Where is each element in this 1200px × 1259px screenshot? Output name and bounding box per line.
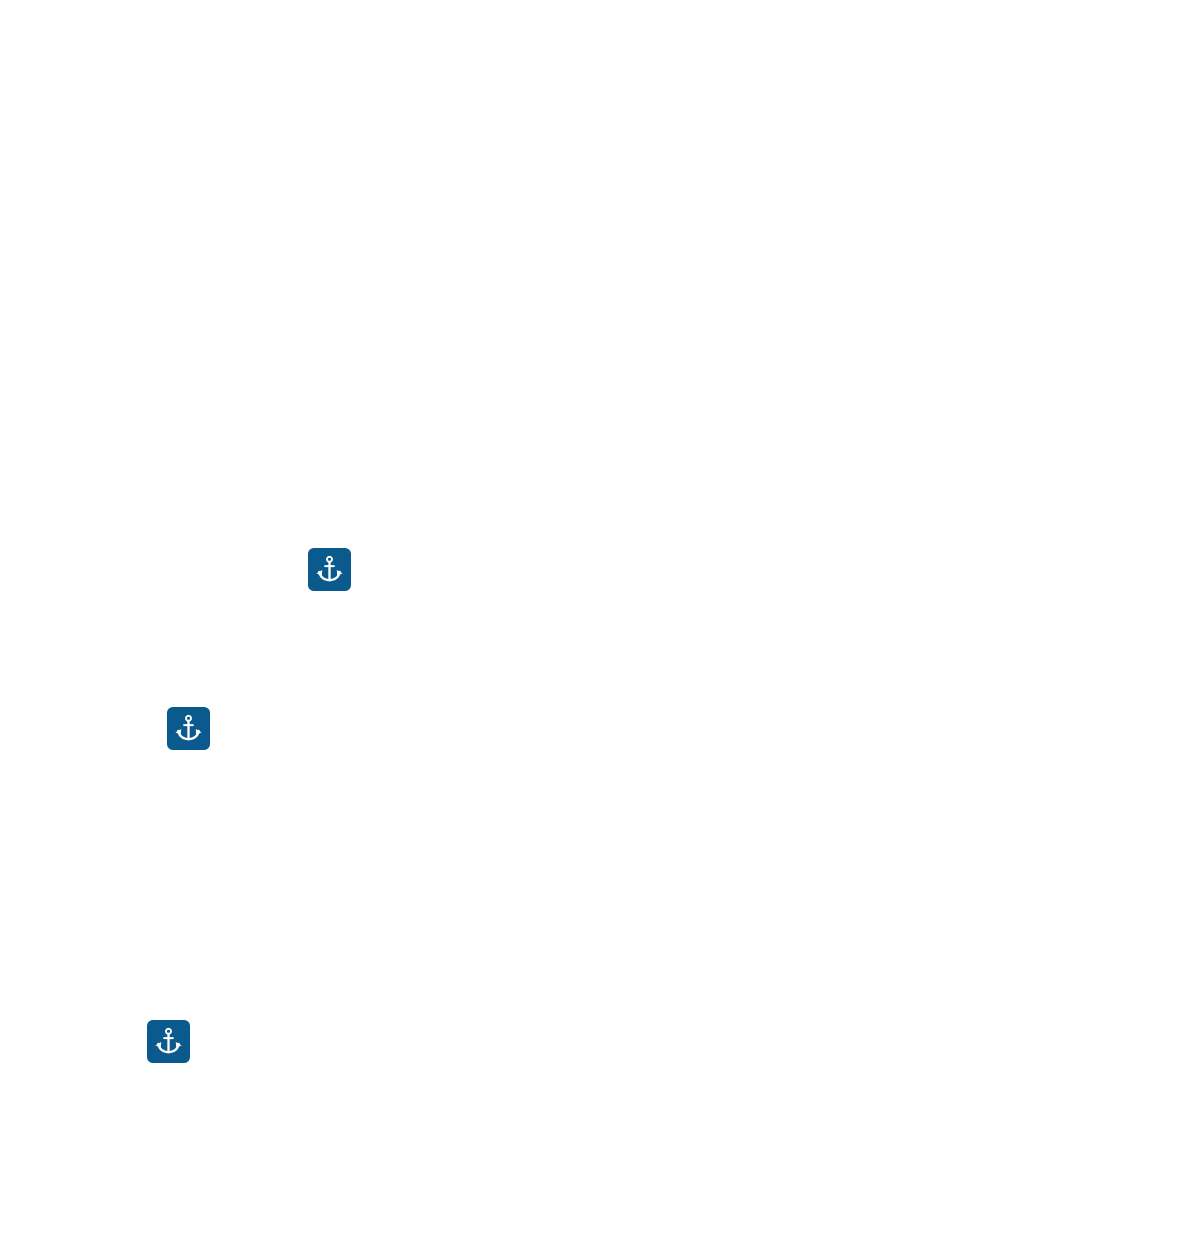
harbour-marker[interactable] (147, 1020, 190, 1063)
harbour-marker[interactable] (167, 707, 210, 750)
anchor-icon (173, 713, 204, 744)
anchor-icon (314, 554, 345, 585)
anchor-icon (153, 1026, 184, 1057)
harbour-marker[interactable] (308, 548, 351, 591)
